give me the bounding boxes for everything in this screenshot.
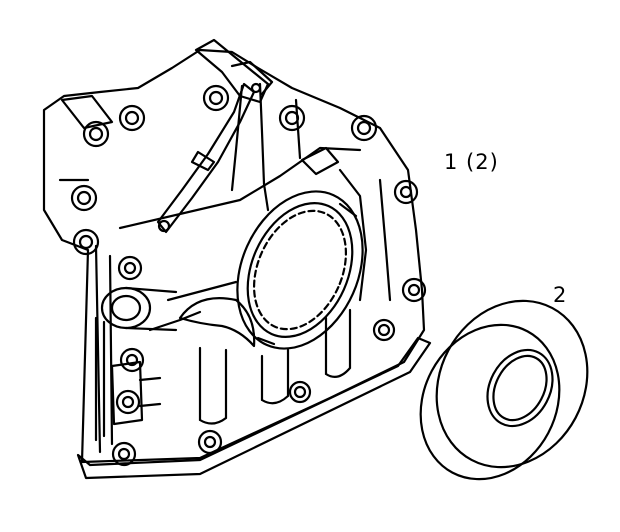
housing-bottom-flange (76, 336, 432, 480)
callout-label-1: 1 (2) (444, 150, 499, 174)
bolt-boss-upper-d (350, 114, 378, 142)
seal-ring-outer (435, 299, 589, 469)
housing-cover-part (42, 38, 432, 480)
seal-ring-inner-lip (492, 354, 548, 422)
bolt-boss-mid-b (119, 347, 145, 373)
seal-ring-inner (486, 348, 554, 428)
bolt-boss-bottom-a (197, 429, 223, 455)
bolt-boss-right-a (393, 179, 419, 205)
bolt-boss-upper-c (278, 104, 306, 132)
seal-bore (236, 190, 364, 350)
seal-ring-part (419, 299, 589, 481)
bolt-boss-low-a (115, 389, 141, 415)
support-leg-1 (198, 346, 228, 425)
support-leg-3 (324, 308, 352, 379)
bolt-boss-left-low (72, 228, 100, 256)
bolt-boss-mid-a (117, 255, 143, 281)
connector-tab (110, 360, 162, 426)
cylinder-boss (100, 286, 178, 332)
seal-ring-back (419, 323, 561, 481)
bolt-boss-right-b (401, 277, 427, 303)
bolt-boss-upper-a (118, 104, 146, 132)
bolt-boss-left-upper (60, 94, 114, 148)
lower-crescent (178, 297, 256, 348)
bolt-boss-upper-b (202, 84, 230, 112)
top-bracket (194, 38, 274, 104)
bolt-boss-low-b (111, 441, 137, 467)
bolt-boss-bottom-b (288, 380, 312, 404)
support-leg-2 (260, 348, 290, 405)
small-window (300, 146, 340, 176)
callout-label-2: 2 (553, 283, 568, 307)
bolt-boss-left-mid (70, 184, 98, 212)
bolt-boss-bottom-c (372, 318, 396, 342)
linkage-arm (156, 82, 256, 234)
